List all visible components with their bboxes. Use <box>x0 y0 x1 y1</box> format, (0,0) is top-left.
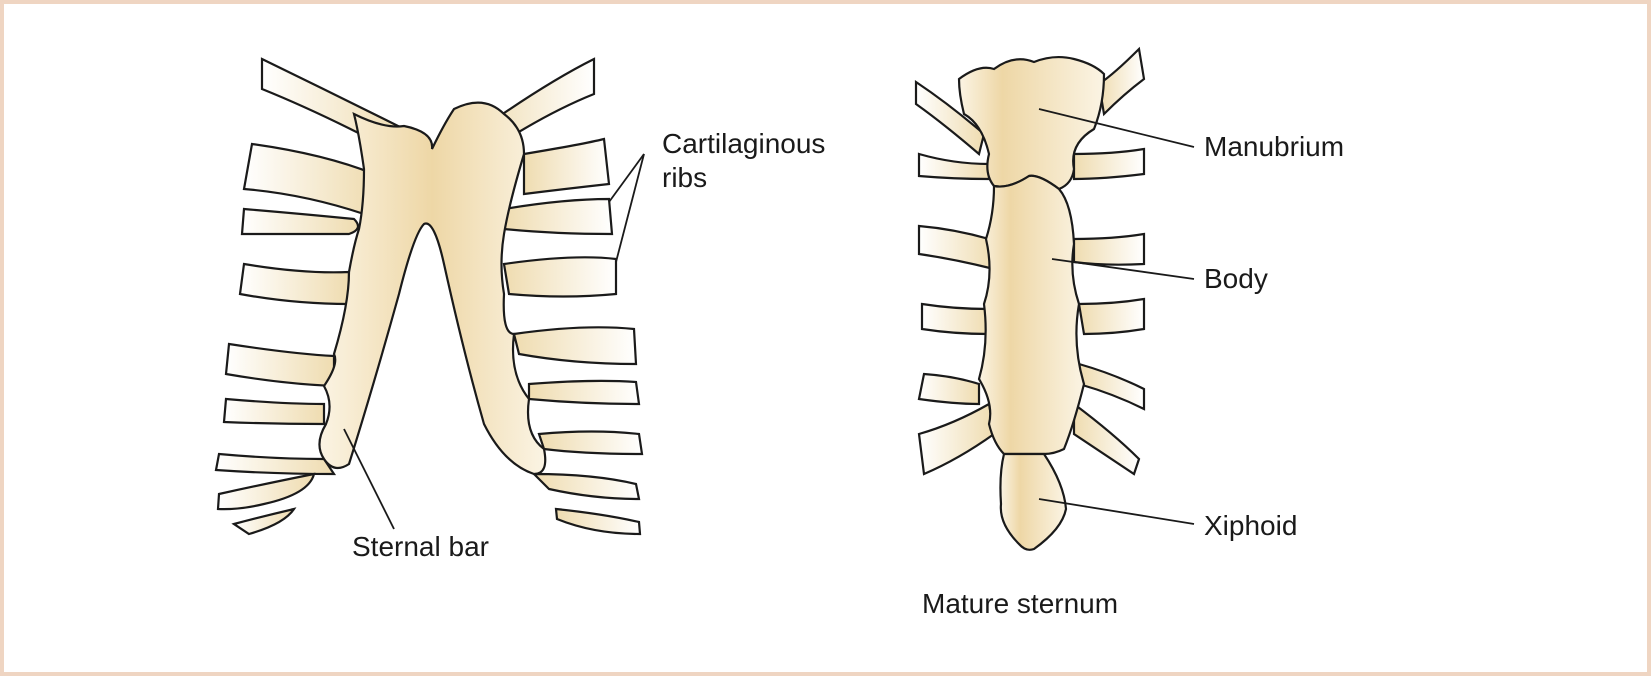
sternal-bar-shape <box>318 101 547 476</box>
body-shape <box>977 174 1086 456</box>
left-ribs-mature <box>914 79 996 476</box>
sternum-development-illustration <box>214 46 1195 551</box>
sternal-bar-label: Sternal bar <box>352 531 489 562</box>
leader-lines <box>343 108 1195 530</box>
cartilaginous-ribs-label: Cartilaginous ribs <box>662 127 825 195</box>
mature-sternum <box>914 46 1146 551</box>
right-ribs-mature <box>1072 46 1146 476</box>
cartilaginous-ribs-label-line1: Cartilaginous <box>662 128 826 159</box>
xiphoid-shape <box>999 452 1068 551</box>
body-label: Body <box>1204 263 1268 294</box>
mature-sternum-caption: Mature sternum <box>922 588 1119 619</box>
embryonic-sternal-bars <box>214 57 644 536</box>
manubrium-shape <box>957 55 1106 191</box>
manubrium-label: Manubrium <box>1204 131 1345 162</box>
xiphoid-label: Xiphoid <box>1204 510 1298 541</box>
cartilaginous-ribs-label-line2: ribs <box>662 162 708 193</box>
